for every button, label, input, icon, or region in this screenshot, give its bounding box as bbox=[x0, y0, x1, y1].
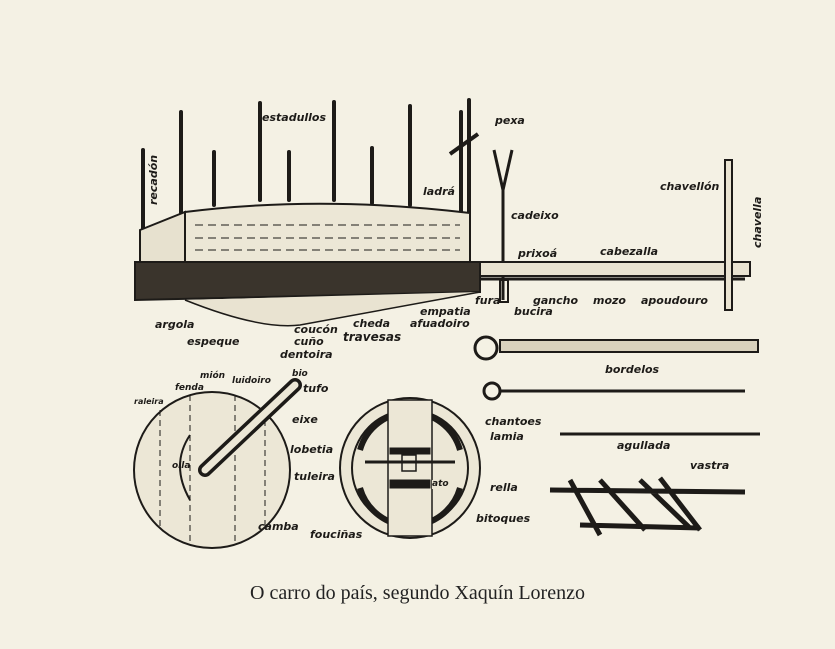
label-cabezalla: cabezalla bbox=[600, 245, 659, 258]
label-camba: camba bbox=[258, 520, 299, 533]
cadeixo-fork bbox=[492, 149, 514, 300]
label-mozo: mozo bbox=[593, 294, 626, 307]
label-fenda: fenda bbox=[175, 383, 204, 393]
label-olla: olla bbox=[172, 461, 191, 471]
label-cadeixo: cadeixo bbox=[511, 209, 559, 222]
label-tufo: tufo bbox=[303, 382, 329, 395]
label-gancho: gancho bbox=[533, 294, 579, 307]
label-chantoes: chantoes bbox=[485, 415, 542, 428]
label-recadon: recadón bbox=[147, 154, 160, 205]
label-lamia: lamia bbox=[490, 430, 524, 443]
label-bio: bio bbox=[292, 369, 308, 379]
label-agullada: agullada bbox=[617, 439, 671, 452]
label-eixe: eixe bbox=[292, 413, 318, 426]
label-pexa: pexa bbox=[495, 114, 525, 127]
label-ladra: ladrá bbox=[423, 185, 455, 198]
label-apoudouro: apoudouro bbox=[641, 294, 708, 307]
underside bbox=[184, 291, 481, 327]
label-fura: fura bbox=[475, 294, 501, 307]
label-tuleira: tuleira bbox=[294, 470, 335, 483]
label-vastra: vastra bbox=[690, 459, 730, 472]
label-empatia: empatia bbox=[420, 305, 471, 318]
cabezalla-pole bbox=[479, 261, 751, 277]
label-espeque: espeque bbox=[187, 335, 240, 348]
label-ato: ato bbox=[432, 479, 449, 489]
figure-caption: O carro do país, segundo Xaquín Lorenzo bbox=[250, 582, 585, 604]
label-prixoa: prixoá bbox=[518, 247, 558, 260]
label-coucon: coucón bbox=[294, 323, 338, 336]
label-bordelos: bordelos bbox=[605, 363, 660, 376]
label-chavellon: chavellón bbox=[660, 180, 720, 193]
label-bucira: bucira bbox=[514, 305, 553, 318]
label-argola: argola bbox=[155, 318, 195, 331]
label-estadullos: estadullos bbox=[262, 111, 327, 124]
label-luidoiro: luidoiro bbox=[232, 376, 271, 386]
label-foucinas: fouciñas bbox=[310, 528, 363, 541]
chavellon-post bbox=[724, 159, 733, 311]
label-raleira: raleira bbox=[134, 397, 164, 406]
vastra-sledge bbox=[549, 476, 746, 537]
label-cuno: cuño bbox=[294, 335, 324, 348]
label-dentoira: dentoira bbox=[280, 348, 333, 361]
label-mion: mión bbox=[200, 371, 226, 381]
pexa bbox=[448, 132, 480, 156]
bordelo-1 bbox=[499, 339, 759, 353]
label-travesas: travesas bbox=[343, 330, 402, 344]
label-chavella: chavella bbox=[751, 196, 764, 248]
label-afuadoiro: afuadoiro bbox=[410, 317, 470, 330]
label-bitoques: bitoques bbox=[476, 512, 531, 525]
label-cheda: cheda bbox=[353, 317, 391, 330]
cart-body bbox=[184, 202, 471, 263]
label-rella: rella bbox=[490, 481, 518, 494]
label-lobetia: lobetia bbox=[290, 443, 334, 456]
